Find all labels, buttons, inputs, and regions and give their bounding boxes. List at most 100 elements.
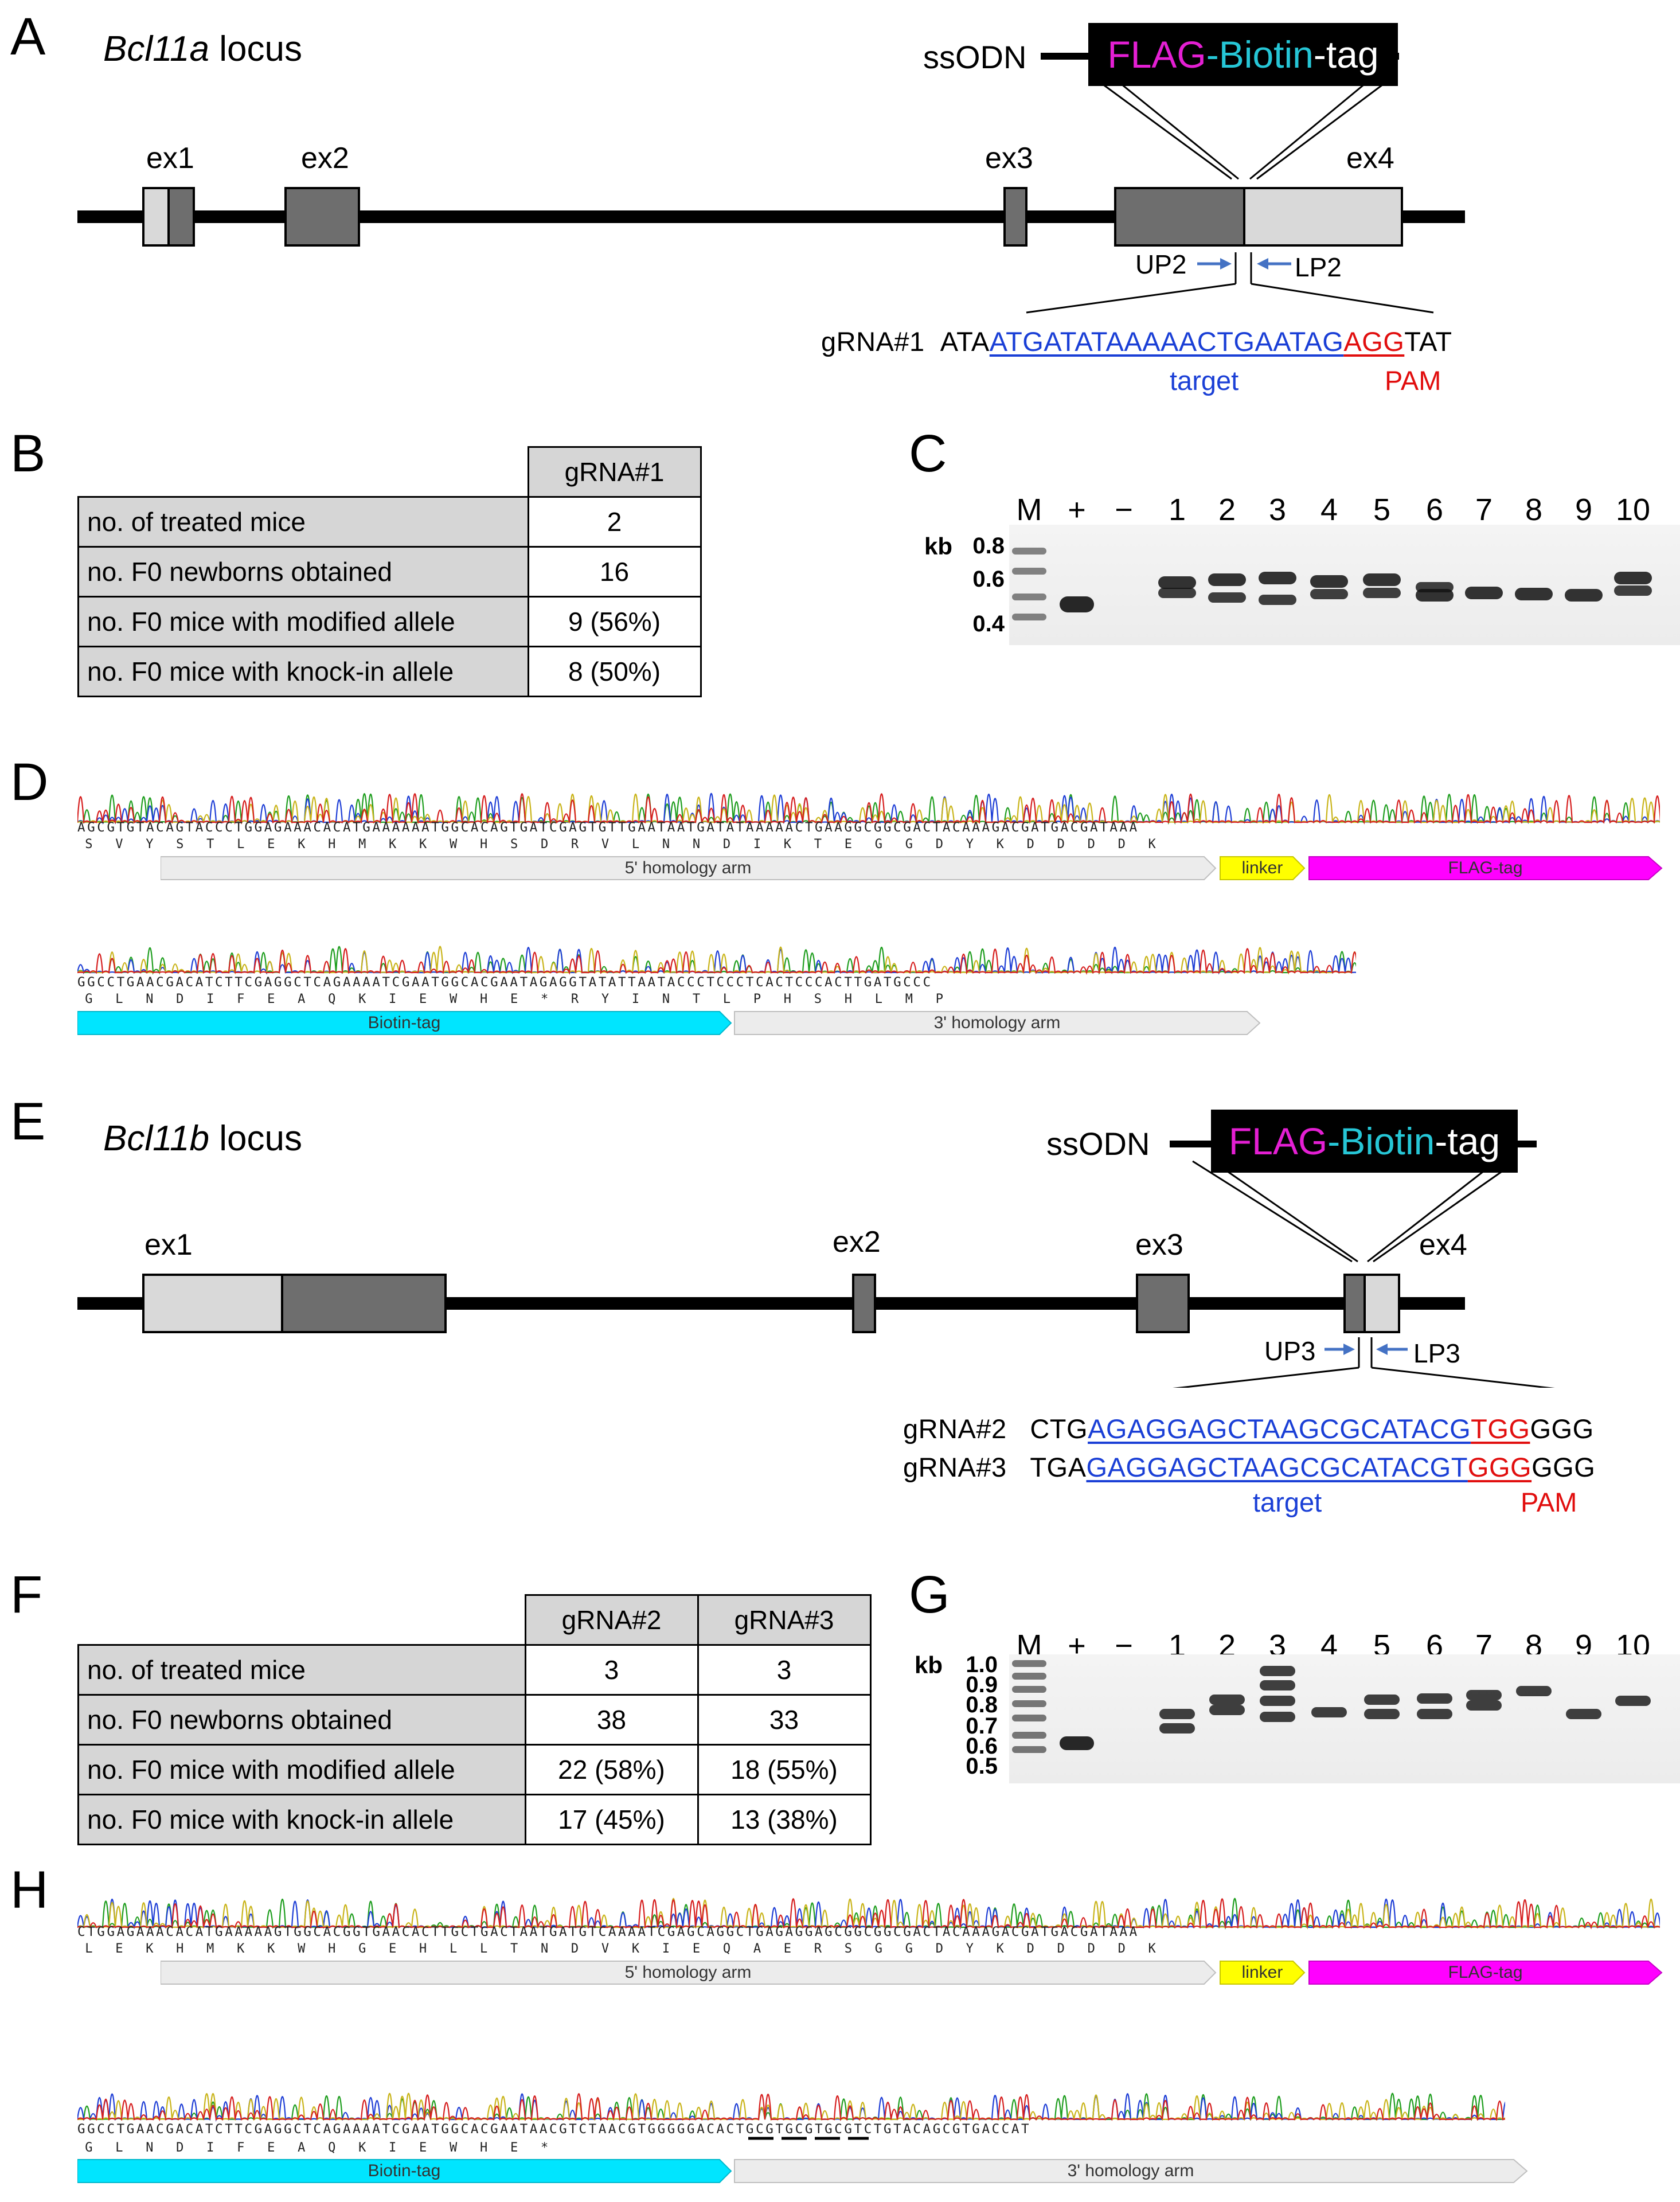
- locus-word: locus: [209, 1119, 302, 1158]
- gel-band: [1159, 1709, 1195, 1719]
- ex1-label-e: ex1: [144, 1228, 193, 1262]
- chromatogram-d-row1: [77, 792, 1660, 825]
- gel-lane-label: 10: [1615, 493, 1651, 527]
- row-label: no. F0 mice with knock-in allele: [77, 646, 529, 697]
- kb-value: 0.8: [972, 533, 1005, 559]
- panel-label-c: C: [909, 424, 947, 483]
- panel-label-a: A: [10, 7, 46, 66]
- up3-arrowhead: [1343, 1344, 1355, 1355]
- seq-flank: GGG: [1530, 1414, 1594, 1444]
- gel-lane-label: 8: [1525, 493, 1543, 527]
- kb-value: 0.8: [966, 1692, 998, 1717]
- grna2-sequence-line: gRNA#2 CTGAGAGGAGCTAAGCGCATACGTGGGGG: [903, 1415, 1594, 1442]
- biotin-text: Biotin: [1218, 33, 1314, 76]
- feature-track-h-row2: [77, 2159, 1528, 2183]
- panel-label-h: H: [10, 1861, 49, 1919]
- gel-band: [1363, 588, 1401, 598]
- chromatogram-h-row1: [77, 1898, 1660, 1930]
- grna3-sequence-line: gRNA#3 TGAGAGGAGCTAAGCGCATACGTGGGGGG: [903, 1454, 1595, 1481]
- ex1-cds-box: [167, 187, 195, 247]
- biotin-tag-label-d: Biotin-tag: [368, 1013, 441, 1032]
- kb-value: 0.6: [966, 1734, 998, 1759]
- gel-lane-label: 6: [1425, 493, 1444, 527]
- flag-text: FLAG: [1107, 33, 1206, 76]
- row-label: no. F0 mice with modified allele: [77, 596, 529, 647]
- ssodn-fan-line: [1256, 73, 1397, 180]
- gel-band: [1209, 1695, 1245, 1705]
- ex3-box: [1003, 187, 1027, 247]
- chromatogram-trace: [77, 2092, 1505, 2122]
- ssodn-fan-line: [1373, 1160, 1517, 1263]
- seq-flank: TGA: [1030, 1452, 1087, 1482]
- grna1-pam-seq: AGG: [1343, 326, 1405, 357]
- gel-lane-label: +: [1068, 493, 1086, 527]
- chromatogram-trace: [77, 2093, 1505, 2122]
- lp2-arrowhead: [1257, 258, 1268, 270]
- grna3-name: gRNA#3: [903, 1452, 1007, 1482]
- lp3-label: LP3: [1413, 1338, 1460, 1368]
- kb-value: 0.7: [966, 1713, 998, 1739]
- pam-label-a: PAM: [1385, 365, 1441, 396]
- ssodn-label-e: ssODN: [1046, 1126, 1150, 1162]
- gel-band: [1158, 576, 1196, 589]
- gel-band: [1363, 573, 1401, 586]
- kb-value: 0.4: [972, 611, 1005, 637]
- gel-band: [1208, 592, 1246, 603]
- seq-flank: TAT: [1404, 326, 1452, 357]
- ex4-utr-box: [1363, 1274, 1400, 1333]
- seq-flank: GGG: [1531, 1452, 1596, 1482]
- cell-value: 38: [524, 1694, 699, 1746]
- gene-name: Bcl11a: [103, 29, 209, 69]
- gel-band: [1012, 1732, 1046, 1739]
- kb-value: 1.0: [966, 1652, 998, 1677]
- gel-band: [1012, 568, 1046, 575]
- zoom-line-right: [1251, 283, 1434, 314]
- homology-arm-3-label-h: 3' homology arm: [1067, 2161, 1194, 2180]
- gel-c-image: [1009, 525, 1680, 645]
- tag-word: tag: [1326, 33, 1379, 76]
- panel-label-b: B: [10, 424, 46, 483]
- gel-band: [1466, 1700, 1502, 1711]
- dna-sequence-h-row2: GGCCTGAACGACATCTTCGAGGCTCAGAAAATCGAATGGC…: [77, 2122, 1032, 2137]
- kb-value: 0.6: [972, 567, 1005, 592]
- cell-value: 9 (56%): [527, 596, 702, 647]
- ex3-label-a: ex3: [985, 142, 1033, 175]
- gel-band: [1364, 1695, 1400, 1705]
- biotin-text: Biotin: [1340, 1120, 1435, 1162]
- ssodn-fan-line: [1192, 1160, 1353, 1263]
- gel-g-image: [1009, 1654, 1680, 1783]
- gel-band: [1260, 1666, 1295, 1676]
- chromatogram-trace: [77, 793, 1660, 825]
- feature-track-d-row1: [161, 856, 1663, 880]
- target-label-e: target: [1253, 1487, 1322, 1517]
- flag-tag-label-d: FLAG-tag: [1448, 858, 1523, 877]
- gel-band: [1159, 1723, 1195, 1734]
- cell-value: 8 (50%): [527, 646, 702, 697]
- grna3-pam-seq: GGG: [1467, 1452, 1532, 1482]
- grna1-name: gRNA#1: [821, 326, 925, 357]
- cell-value: 3: [697, 1644, 872, 1696]
- row-label: no. of treated mice: [77, 496, 529, 548]
- ex4-label-a: ex4: [1346, 142, 1394, 175]
- gel-band: [1566, 1709, 1601, 1719]
- ex1-cds-box: [281, 1274, 447, 1333]
- cell-value: 13 (38%): [697, 1794, 872, 1845]
- dashed-underline-mark: [748, 2137, 869, 2140]
- ex1-label-a: ex1: [146, 142, 194, 175]
- gel-lane-label: 3: [1268, 493, 1287, 527]
- homology-arm-5-label-d: 5' homology arm: [624, 858, 752, 877]
- gel-band: [1364, 1709, 1400, 1719]
- gel-lane-label: 5: [1373, 493, 1391, 527]
- ex2-box: [852, 1274, 876, 1333]
- gel-band: [1260, 1696, 1295, 1706]
- ex2-box: [284, 187, 360, 247]
- gel-band: [1012, 1673, 1046, 1680]
- gel-lane-label: −: [1115, 493, 1133, 527]
- grna3-target-seq: GAGGAGCTAAGCGCATACGT: [1086, 1452, 1468, 1482]
- gel-band: [1466, 1690, 1502, 1700]
- gel-band: [1060, 1736, 1094, 1750]
- zoom-line-left: [1026, 283, 1236, 314]
